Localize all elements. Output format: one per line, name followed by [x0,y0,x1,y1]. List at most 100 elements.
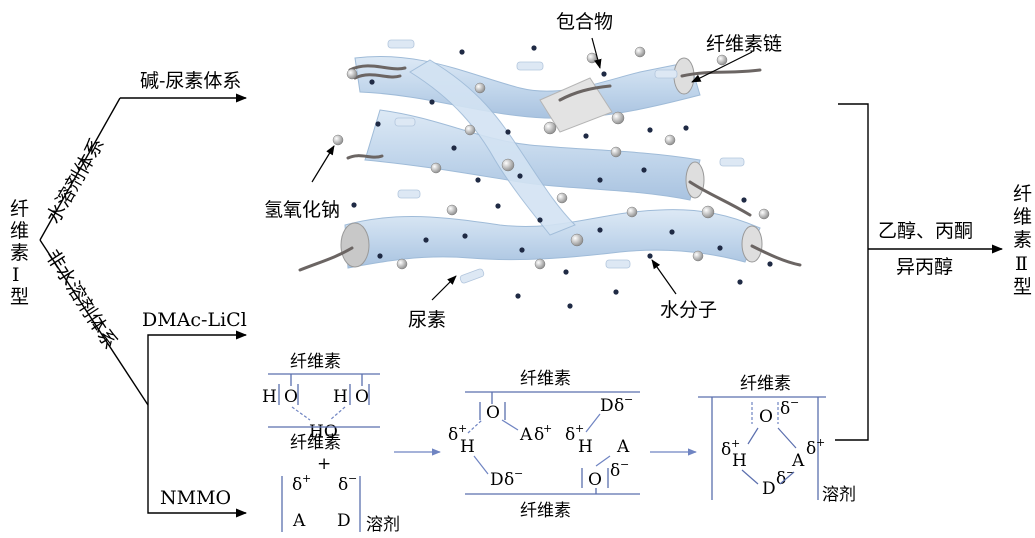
svg-text:维: 维 [10,220,29,242]
regenerants-line-2: 异丙醇 [896,256,953,278]
alkali-urea-label: 碱-尿素体系 [140,70,241,92]
svg-text:纤: 纤 [1013,183,1032,205]
svg-text:δ: δ [338,475,348,495]
urea-capsules [387,39,745,284]
svg-text:纤维素: 纤维素 [290,433,341,453]
svg-text:δ: δ [614,396,624,416]
cellulose-chains [298,64,802,272]
inclusion-compound-label: 包合物 [556,11,613,33]
svg-text:H: H [460,437,475,457]
svg-text:δ: δ [292,475,302,495]
sodium-hydroxide-spheres [332,46,770,270]
regeneration-branch: 乙醇、丙酮 异丙醇 纤 维 素 Ⅱ 型 [835,103,1032,441]
cellulose-ii-label: 纤 维 素 Ⅱ 型 [1013,183,1032,298]
inclusion-pointer [591,37,602,69]
water-pointer [651,259,677,295]
svg-text:素: 素 [1013,229,1032,251]
regeneration-bracket [835,103,869,441]
fiber-illustration: 包合物 纤维素链 氢氧化钠 尿素 水分子 [264,11,802,331]
svg-text:+: + [458,422,467,435]
svg-text:D: D [490,470,504,490]
svg-text:+: + [731,437,740,450]
svg-text:δ: δ [504,470,514,490]
svg-text:δ: δ [776,469,786,489]
mechanism-panel-3: 纤维素 O δ − δ + H A δ + D δ − 溶剂 [698,374,856,505]
left-tree: 纤 维 素 Ⅰ 型 水溶剂体系 非水溶剂体系 碱-尿素体系 DMAc-LiCl … [10,70,248,518]
fiber-end-cap [340,222,370,268]
svg-text:−: − [624,393,633,406]
svg-text:+: + [302,472,311,485]
svg-text:H: H [578,437,593,457]
svg-text:素: 素 [10,242,29,264]
svg-text:+: + [816,436,825,449]
svg-text:D: D [337,511,351,531]
svg-text:−: − [514,467,523,480]
svg-text:纤维素: 纤维素 [740,374,791,394]
svg-text:H: H [732,451,747,471]
svg-text:δ: δ [721,440,731,460]
svg-text:δ: δ [780,399,790,419]
urea-label: 尿素 [408,309,446,331]
svg-text:δ: δ [448,425,458,445]
svg-text:型: 型 [10,286,29,308]
svg-text:纤维素: 纤维素 [520,501,571,521]
naoh-pointer [311,145,335,183]
svg-text:O: O [486,403,500,423]
regenerants-line-1: 乙醇、丙酮 [878,220,973,242]
svg-text:O: O [355,387,369,407]
water-molecule-label: 水分子 [660,299,717,321]
svg-text:O: O [284,387,298,407]
svg-text:O: O [759,407,773,427]
mechanism-panel-2: 纤维素 O δ + H A δ + δ + H D δ − A D δ − O … [448,369,640,521]
urea-pointer [431,275,457,301]
lower-branch-line [39,239,149,406]
svg-text:−: − [620,458,629,471]
svg-text:D: D [762,479,776,499]
svg-text:δ: δ [806,439,816,459]
svg-text:Ⅰ: Ⅰ [12,264,20,286]
svg-text:+: + [575,422,584,435]
water-molecule-dots [351,45,773,309]
nmmo-label: NMMO [160,487,231,509]
svg-text:A: A [519,425,533,445]
svg-text:A: A [791,451,805,471]
svg-text:A: A [616,437,630,457]
cellulose-label: 纤维素 [290,352,341,372]
svg-text:A: A [292,511,306,531]
mechanism-panel-1: 纤维素 H O H O HO 纤维素 + δ + δ − A D 溶剂 [262,352,400,535]
sodium-hydroxide-label: 氢氧化钠 [264,199,340,221]
svg-text:型: 型 [1013,276,1032,298]
svg-text:δ: δ [534,425,544,445]
nonaqueous-system-label: 非水溶剂体系 [41,246,122,354]
svg-text:D: D [600,396,614,416]
svg-text:δ: δ [610,461,620,481]
svg-text:δ: δ [565,425,575,445]
dmac-licl-label: DMAc-LiCl [142,309,247,331]
svg-text:+: + [317,454,331,474]
svg-text:+: + [543,422,552,435]
solvent-label: 溶剂 [366,515,400,535]
inclusion-cylinder [539,77,613,133]
svg-text:纤维素: 纤维素 [520,369,571,389]
upper-branch-line [39,97,121,241]
dmac-arrow [147,330,248,405]
svg-text:溶剂: 溶剂 [822,485,856,505]
chain-pointer [691,51,753,83]
svg-text:Ⅱ: Ⅱ [1015,253,1028,275]
fiber-3 [344,209,761,269]
svg-text:H: H [262,387,277,407]
cellulose-chain-label: 纤维素链 [706,33,782,55]
svg-text:O: O [588,470,602,490]
fiber-end-cap [741,225,763,263]
svg-text:−: − [348,472,357,485]
cellulose-i-label: 纤 维 素 Ⅰ 型 [10,198,29,308]
svg-text:纤: 纤 [10,198,29,220]
aqueous-system-label: 水溶剂体系 [42,134,109,227]
fiber-end-cap [685,161,705,199]
nmmo-arrow [147,405,248,518]
fiber-crossing [409,59,576,236]
svg-text:维: 维 [1013,206,1032,228]
svg-text:−: − [786,466,795,479]
